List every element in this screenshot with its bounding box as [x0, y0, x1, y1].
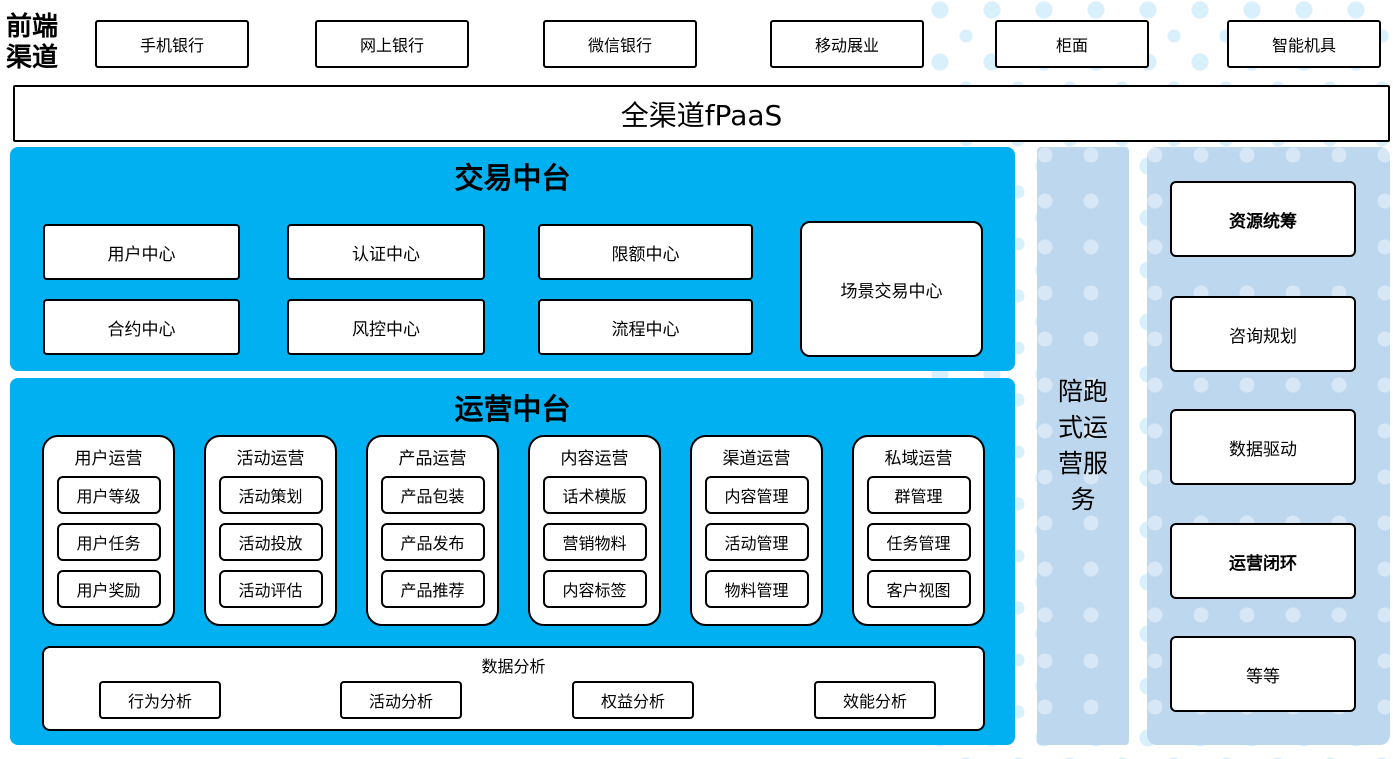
front-channel-box: 微信银行	[543, 20, 697, 68]
front-channel-box: 移动展业	[770, 20, 924, 68]
operation-column-card: 产品运营 产品包装 产品发布 产品推荐	[366, 435, 499, 626]
service-box: 咨询规划	[1170, 296, 1356, 372]
operation-item-box: 活动管理	[704, 523, 809, 561]
operation-item-box: 物料管理	[704, 570, 809, 608]
front-channel-box: 智能机具	[1227, 20, 1381, 68]
operation-column-card: 私域运营 群管理 任务管理 客户视图	[852, 435, 985, 626]
analysis-item-box: 权益分析	[572, 681, 694, 719]
operation-item-box: 产品包装	[380, 476, 485, 514]
operation-item-box: 活动投放	[218, 523, 323, 561]
analysis-item-box: 效能分析	[814, 681, 936, 719]
operation-item-box: 用户任务	[56, 523, 161, 561]
operation-column-header: 产品运营	[398, 449, 467, 469]
operation-column-card: 用户运营 用户等级 用户任务 用户奖励	[42, 435, 175, 626]
operation-item-box: 产品发布	[380, 523, 485, 561]
trade-center-box: 流程中心	[538, 299, 753, 355]
operation-item-box: 活动评估	[218, 570, 323, 608]
front-channel-box: 柜面	[995, 20, 1149, 68]
operation-platform-title: 运营中台	[454, 392, 571, 426]
operation-item-box: 用户奖励	[56, 570, 161, 608]
operation-column-header: 私域运营	[884, 449, 953, 469]
trade-platform-block: 交易中台 用户中心 认证中心 限额中心 合约中心 风控中心 流程中心 场景交易中…	[10, 147, 1015, 371]
trade-center-box: 合约中心	[43, 299, 240, 355]
service-box: 等等	[1170, 636, 1356, 712]
trade-center-box: 认证中心	[287, 224, 485, 280]
trade-center-box: 用户中心	[43, 224, 240, 280]
companion-service-label: 陪跑式运营服务	[1057, 376, 1108, 515]
operation-column-header: 用户运营	[74, 449, 143, 469]
operation-platform-block: 运营中台 用户运营 用户等级 用户任务 用户奖励 活动运营 活动策划 活动投放 …	[10, 378, 1015, 745]
front-channels-label: 前端渠道	[6, 12, 59, 73]
operation-item-box: 群管理	[866, 476, 971, 514]
operation-item-box: 产品推荐	[380, 570, 485, 608]
fpaas-bar: 全渠道fPaaS	[13, 85, 1390, 142]
operation-item-box: 用户等级	[56, 476, 161, 514]
service-box: 数据驱动	[1170, 409, 1356, 485]
operation-item-box: 内容标签	[542, 570, 647, 608]
data-analysis-strip: 数据分析 行为分析 活动分析 权益分析 效能分析	[42, 646, 985, 731]
operation-column-card: 内容运营 话术模版 营销物料 内容标签	[528, 435, 661, 626]
scene-trade-center-box: 场景交易中心	[800, 221, 983, 357]
operation-item-box: 活动策划	[218, 476, 323, 514]
right-services-panel: 资源统筹 咨询规划 数据驱动 运营闭环 等等	[1147, 147, 1390, 745]
operation-item-box: 任务管理	[866, 523, 971, 561]
operation-column-card: 活动运营 活动策划 活动投放 活动评估	[204, 435, 337, 626]
service-box: 运营闭环	[1170, 523, 1356, 599]
service-box: 资源统筹	[1170, 181, 1356, 257]
operation-item-box: 话术模版	[542, 476, 647, 514]
operation-column-card: 渠道运营 内容管理 活动管理 物料管理	[690, 435, 823, 626]
operation-column-header: 渠道运营	[722, 449, 791, 469]
front-channel-box: 手机银行	[95, 20, 249, 68]
operation-item-box: 营销物料	[542, 523, 647, 561]
companion-service-bar: 陪跑式运营服务	[1037, 147, 1129, 745]
trade-center-box: 风控中心	[287, 299, 485, 355]
analysis-item-box: 行为分析	[99, 681, 221, 719]
trade-center-box: 限额中心	[538, 224, 753, 280]
operation-column-header: 活动运营	[236, 449, 305, 469]
data-analysis-header: 数据分析	[481, 657, 546, 676]
trade-platform-title: 交易中台	[454, 161, 571, 195]
operation-item-box: 客户视图	[866, 570, 971, 608]
analysis-item-box: 活动分析	[340, 681, 462, 719]
operation-column-header: 内容运营	[560, 449, 629, 469]
front-channel-box: 网上银行	[315, 20, 469, 68]
operation-columns-row: 用户运营 用户等级 用户任务 用户奖励 活动运营 活动策划 活动投放 活动评估 …	[42, 435, 985, 626]
operation-item-box: 内容管理	[704, 476, 809, 514]
